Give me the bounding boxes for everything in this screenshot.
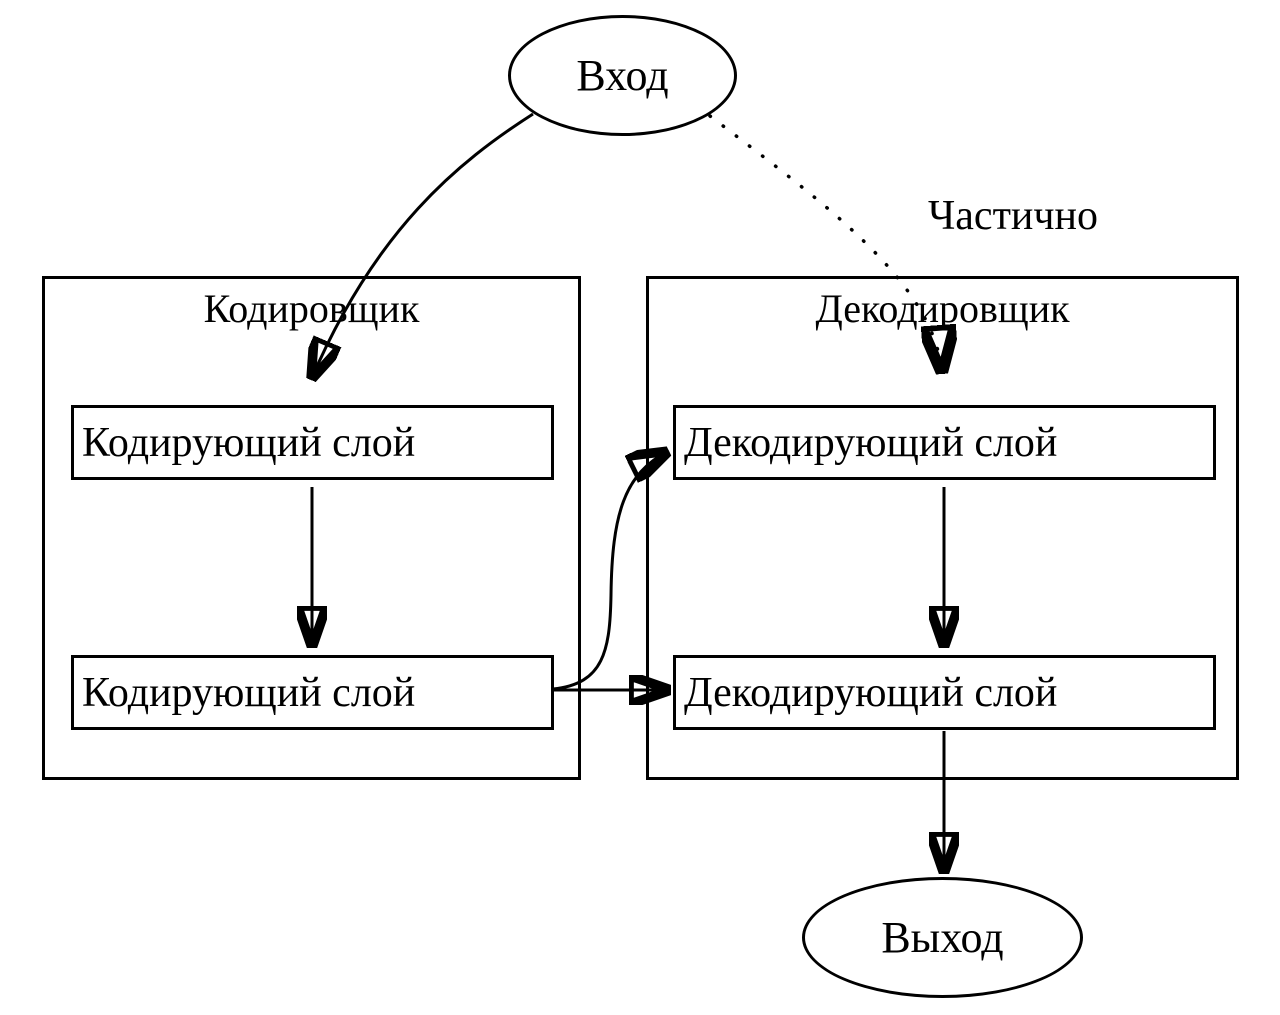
encoder-layer-1-label: Кодирующий слой	[82, 419, 416, 466]
input-node-label: Вход	[576, 51, 669, 100]
decoder-layer-2: Декодирующий слой	[673, 655, 1216, 730]
partial-edge-label: Частично	[927, 193, 1098, 239]
input-node: Вход	[508, 15, 737, 136]
encoder-layer-1: Кодирующий слой	[71, 405, 554, 480]
decoder-layer-1-label: Декодирующий слой	[684, 419, 1058, 466]
encoder-layer-2: Кодирующий слой	[71, 655, 554, 730]
output-node: Выход	[802, 877, 1083, 998]
decoder-layer-1: Декодирующий слой	[673, 405, 1216, 480]
encoder-title: Кодировщик	[203, 286, 420, 331]
encoder-layer-2-label: Кодирующий слой	[82, 669, 416, 716]
output-node-label: Выход	[881, 913, 1004, 962]
decoder-layer-2-label: Декодирующий слой	[684, 669, 1058, 716]
decoder-title: Декодировщик	[815, 286, 1070, 331]
